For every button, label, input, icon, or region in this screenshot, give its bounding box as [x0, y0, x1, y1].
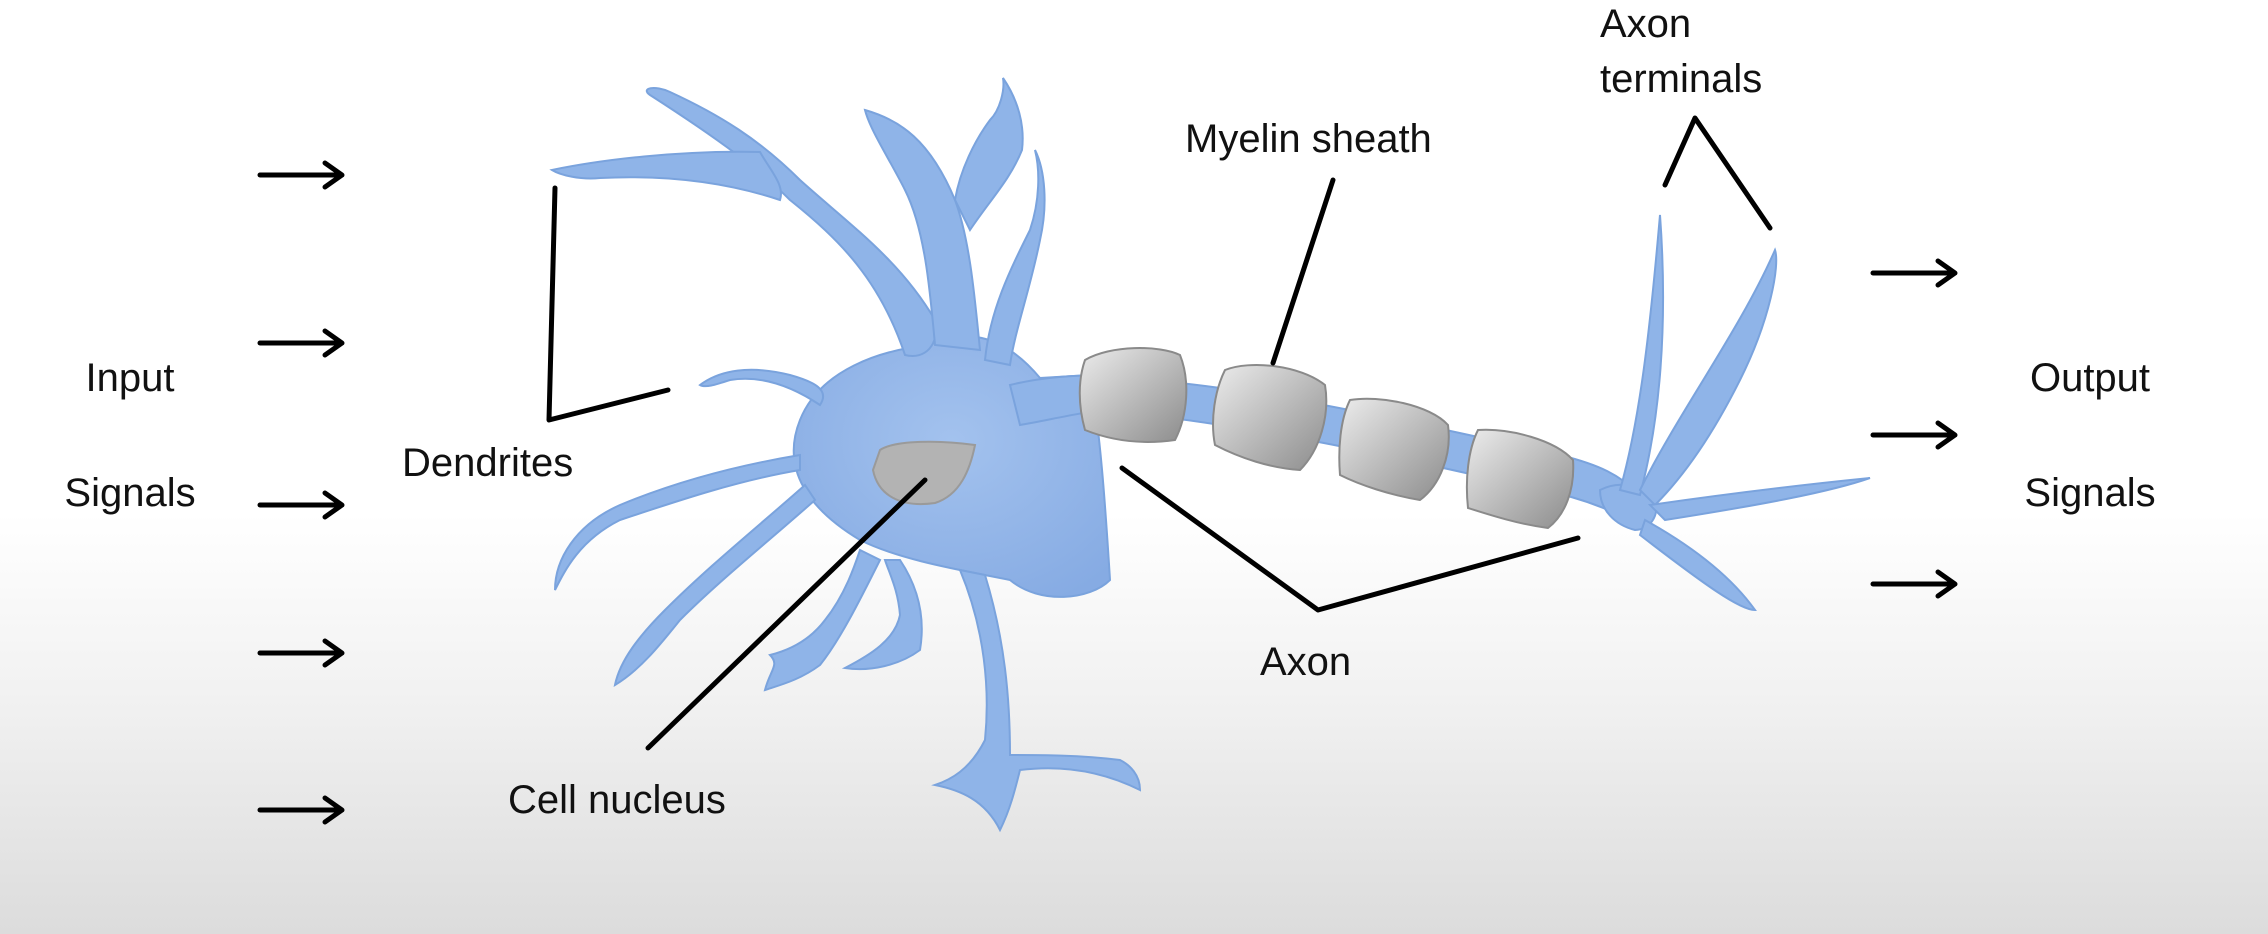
leader-lines	[546, 115, 1773, 751]
axon-terminal	[1647, 477, 1871, 522]
myelin-segment	[1212, 364, 1328, 472]
output-label: Output	[2029, 356, 2151, 400]
input-arrow	[257, 328, 345, 358]
input-label: Input	[85, 356, 175, 400]
axon-terminal	[1638, 247, 1778, 507]
output-arrow	[1870, 569, 1958, 599]
cell-nucleus-label: Cell nucleus	[508, 778, 726, 822]
input-arrow	[257, 795, 345, 825]
dendrites-label: Dendrites	[402, 441, 574, 485]
myelin-leader	[1270, 177, 1336, 366]
dendrite	[863, 108, 982, 352]
axon-label: Axon	[1260, 640, 1352, 684]
myelin-sheath-label: Myelin sheath	[1185, 117, 1432, 161]
axon-terminals	[1598, 214, 1871, 612]
dendrite	[549, 150, 782, 202]
output-signals-label: Signals	[2024, 471, 2156, 515]
myelin-segment	[1078, 347, 1188, 443]
input-arrow	[257, 160, 345, 190]
dendrite	[983, 149, 1046, 367]
axon-terminals-label-line2: terminals	[1600, 57, 1763, 101]
dendrite	[763, 548, 882, 692]
nucleus-leader	[645, 477, 928, 751]
input-arrow	[257, 490, 345, 520]
axon-terminal	[1618, 214, 1665, 497]
dendrite	[698, 368, 825, 407]
dendrite	[953, 77, 1024, 232]
output-arrow	[1870, 420, 1958, 450]
myelin-sheath-segments	[1078, 347, 1575, 530]
output-arrows	[1870, 258, 1958, 599]
axon-terminals-leader	[1662, 115, 1773, 231]
myelin-segment	[1338, 397, 1450, 502]
output-arrow	[1870, 258, 1958, 288]
dendrite	[613, 483, 817, 688]
dendrite	[554, 453, 801, 591]
dendrites-leader	[546, 185, 671, 423]
axon-leader	[1119, 465, 1581, 613]
cell-nucleus	[871, 440, 977, 505]
dendrite	[931, 568, 1142, 833]
axon-terminals-label-line1: Axon	[1600, 2, 1692, 46]
axon-terminal	[1638, 518, 1757, 612]
input-arrows	[257, 160, 345, 825]
input-signals-label: Signals	[64, 471, 196, 515]
dendrite	[645, 87, 937, 357]
dendrite	[841, 559, 923, 671]
input-arrow	[257, 638, 345, 668]
myelin-segment	[1465, 428, 1575, 530]
